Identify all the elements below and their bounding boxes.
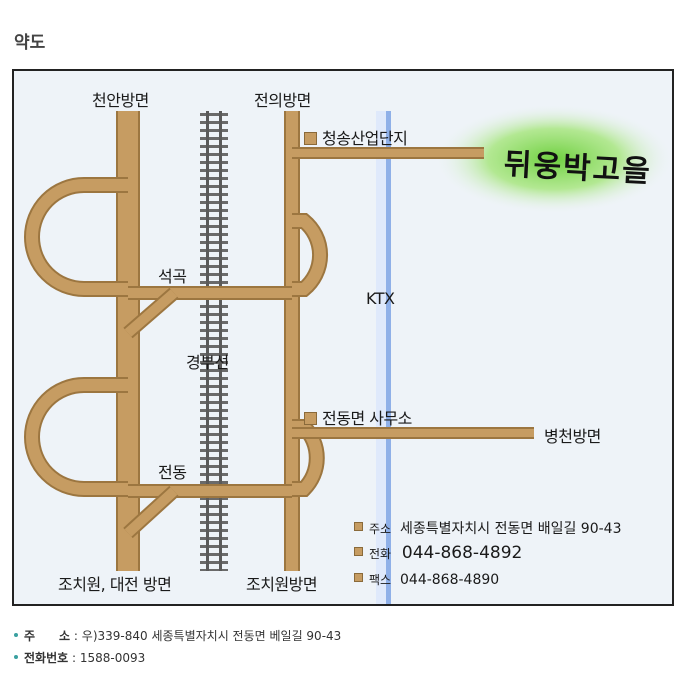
- info-fax-value: 044-868-4890: [400, 572, 500, 588]
- footer-phone: 전화번호 : 1588-0093: [14, 649, 145, 666]
- label-jeonui-direction: 전의방면: [254, 91, 311, 110]
- info-phone-value: 044-868-4892: [401, 543, 523, 563]
- bullet-square-icon: [354, 547, 363, 556]
- roads: [24, 111, 534, 571]
- footer-address-value: : 우)339-840 세종특별자치시 전동면 베일길 90-43: [73, 629, 342, 643]
- map-drawing: [24, 104, 672, 604]
- label-township-office: 전동면 사무소: [304, 405, 412, 429]
- marker-square-icon: [304, 132, 317, 145]
- label-seokgok: 석곡: [158, 267, 187, 286]
- info-phone-key: 전화: [369, 547, 392, 561]
- label-gyeongbu-line: 경부선: [186, 353, 229, 372]
- footer-address-label: 주 소: [24, 629, 71, 643]
- bullet-dot-icon: [14, 655, 18, 659]
- bullet-square-icon: [354, 522, 363, 531]
- info-address-key: 주소: [369, 522, 392, 536]
- office-text: 전동면 사무소: [322, 409, 412, 428]
- marker-square-icon: [304, 412, 317, 425]
- info-fax-key: 팩스: [369, 573, 392, 587]
- label-industrial-complex: 청송산업단지: [304, 125, 408, 149]
- label-byeongcheon-direction: 병천방면: [544, 427, 601, 446]
- ktx-line: [376, 111, 391, 604]
- page-title: 약도: [14, 33, 46, 53]
- label-jeondong: 전동: [158, 463, 187, 482]
- location-map: 천안방면 전의방면 청송산업단지 뒤웅박고을 석곡 경부선 KTX 전동면 사무…: [12, 69, 674, 606]
- label-destination: 뒤웅박고을: [503, 147, 653, 190]
- info-fax: 팩스 044-868-4890: [354, 571, 499, 588]
- label-jochiwon-direction: 조치원방면: [246, 575, 318, 594]
- label-cheonan-direction: 천안방면: [92, 91, 149, 110]
- label-ktx: KTX: [366, 289, 395, 308]
- label-jochiwon-daejeon-direction: 조치원, 대전 방면: [58, 575, 172, 594]
- industrial-text: 청송산업단지: [322, 129, 408, 148]
- bullet-square-icon: [354, 573, 363, 582]
- bullet-dot-icon: [14, 633, 18, 637]
- footer-phone-value: : 1588-0093: [72, 651, 146, 665]
- destination-highlight: [434, 104, 672, 214]
- info-address: 주소 세종특별자치시 전동면 배일길 90-43: [354, 518, 621, 538]
- footer-phone-label: 전화번호: [24, 651, 69, 665]
- footer-address: 주 소 : 우)339-840 세종특별자치시 전동면 베일길 90-43: [14, 627, 341, 644]
- info-address-value: 세종특별자치시 전동면 배일길 90-43: [400, 521, 622, 537]
- info-phone: 전화 044-868-4892: [354, 543, 522, 563]
- railway-track: [200, 111, 228, 571]
